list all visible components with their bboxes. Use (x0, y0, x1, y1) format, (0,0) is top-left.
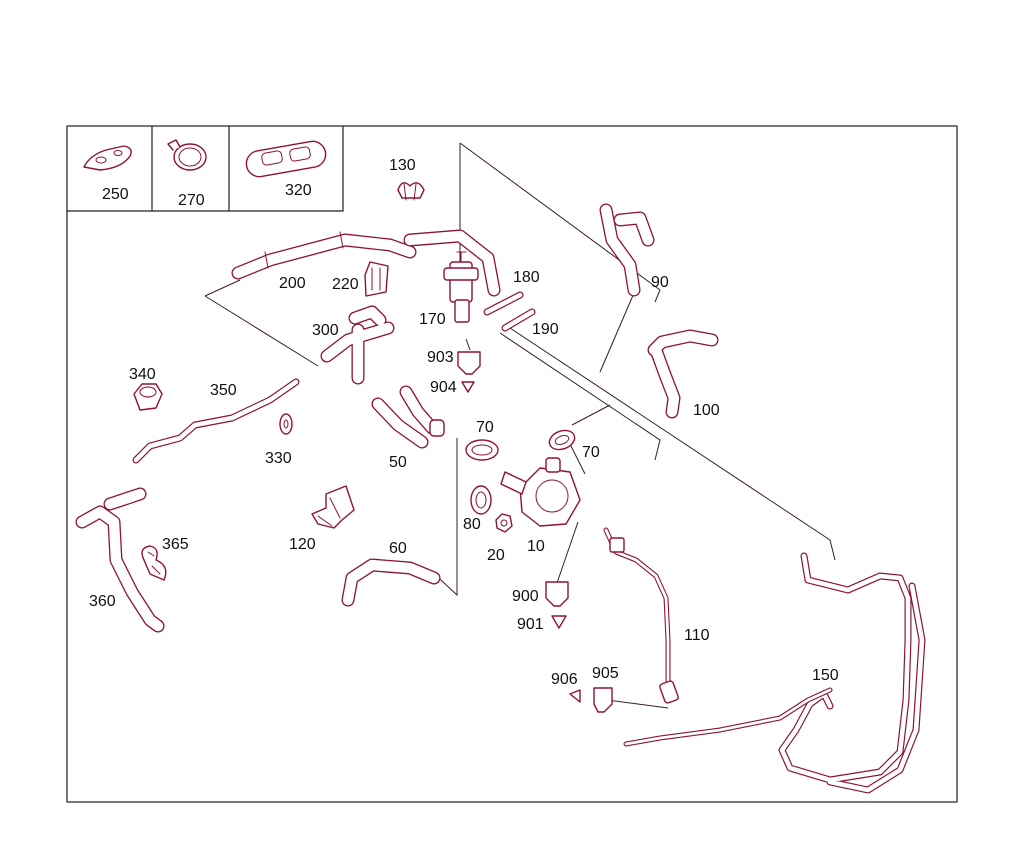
callout-110: 110 (684, 627, 710, 644)
grommet-plate-icon (83, 145, 132, 171)
clip-365 (141, 545, 167, 581)
callout-350: 350 (210, 382, 237, 399)
callout-365: 365 (162, 536, 189, 553)
callout-900: 900 (512, 588, 539, 605)
hose-line-150 (623, 552, 926, 794)
callout-170: 170 (419, 311, 446, 328)
hose-350 (132, 378, 300, 464)
callout-200: 200 (279, 275, 306, 292)
grommet-80 (470, 485, 492, 515)
callout-130: 130 (389, 157, 416, 174)
legend-label-270: 270 (178, 192, 205, 209)
callout-360: 360 (89, 593, 116, 610)
callout-906: 906 (551, 671, 578, 688)
filter-906 (569, 689, 581, 703)
hose-50 (371, 385, 445, 449)
sensor-cable-110 (603, 527, 679, 704)
callout-903: 903 (427, 349, 454, 366)
callout-220: 220 (332, 276, 359, 293)
callout-150: 150 (812, 667, 839, 684)
callout-70-pump: 70 (582, 444, 600, 461)
callout-50: 50 (389, 454, 407, 471)
callout-905: 905 (592, 665, 619, 682)
callout-190: 190 (532, 321, 559, 338)
legend-label-320: 320 (285, 182, 312, 199)
hose-200 (231, 231, 417, 280)
filter-904 (461, 381, 475, 393)
rubber-mount-icon (245, 140, 327, 178)
hose-190 (483, 291, 536, 332)
washer-330 (279, 413, 293, 435)
fitting-903 (457, 351, 481, 375)
legend-label-250: 250 (102, 186, 129, 203)
hose-130-clip (397, 182, 425, 201)
hose-100 (647, 329, 719, 419)
hose-60 (341, 558, 441, 607)
nut-340 (133, 383, 163, 411)
callout-20: 20 (487, 547, 505, 564)
filter-901 (551, 615, 567, 629)
bracket-120 (311, 485, 355, 529)
hose-clamp-icon (167, 139, 207, 171)
pump-10 (500, 457, 581, 527)
callout-100: 100 (693, 402, 720, 419)
hose-300 (320, 305, 395, 385)
callout-904: 904 (430, 379, 457, 396)
hose-90 (599, 203, 655, 297)
callout-330: 330 (265, 450, 292, 467)
legend-box-border (67, 126, 344, 212)
valve-170 (443, 251, 479, 323)
hose-180 (403, 229, 501, 297)
callout-70-clamp: 70 (476, 419, 494, 436)
callout-901: 901 (517, 616, 544, 633)
callout-340: 340 (129, 366, 156, 383)
fitting-900 (545, 581, 569, 607)
hose-360 (75, 487, 165, 633)
callout-10: 10 (527, 538, 545, 555)
fitting-905 (593, 687, 613, 713)
diagram-frame (66, 125, 958, 803)
callout-80: 80 (463, 516, 481, 533)
callout-300: 300 (312, 322, 339, 339)
callout-60: 60 (389, 540, 407, 557)
callout-180: 180 (513, 269, 540, 286)
clamp-70 (465, 439, 499, 461)
connector-220 (364, 261, 389, 297)
callout-90: 90 (651, 274, 669, 291)
clamp-70-pump (548, 429, 576, 451)
nut-20 (495, 513, 513, 533)
callout-120: 120 (289, 536, 316, 553)
